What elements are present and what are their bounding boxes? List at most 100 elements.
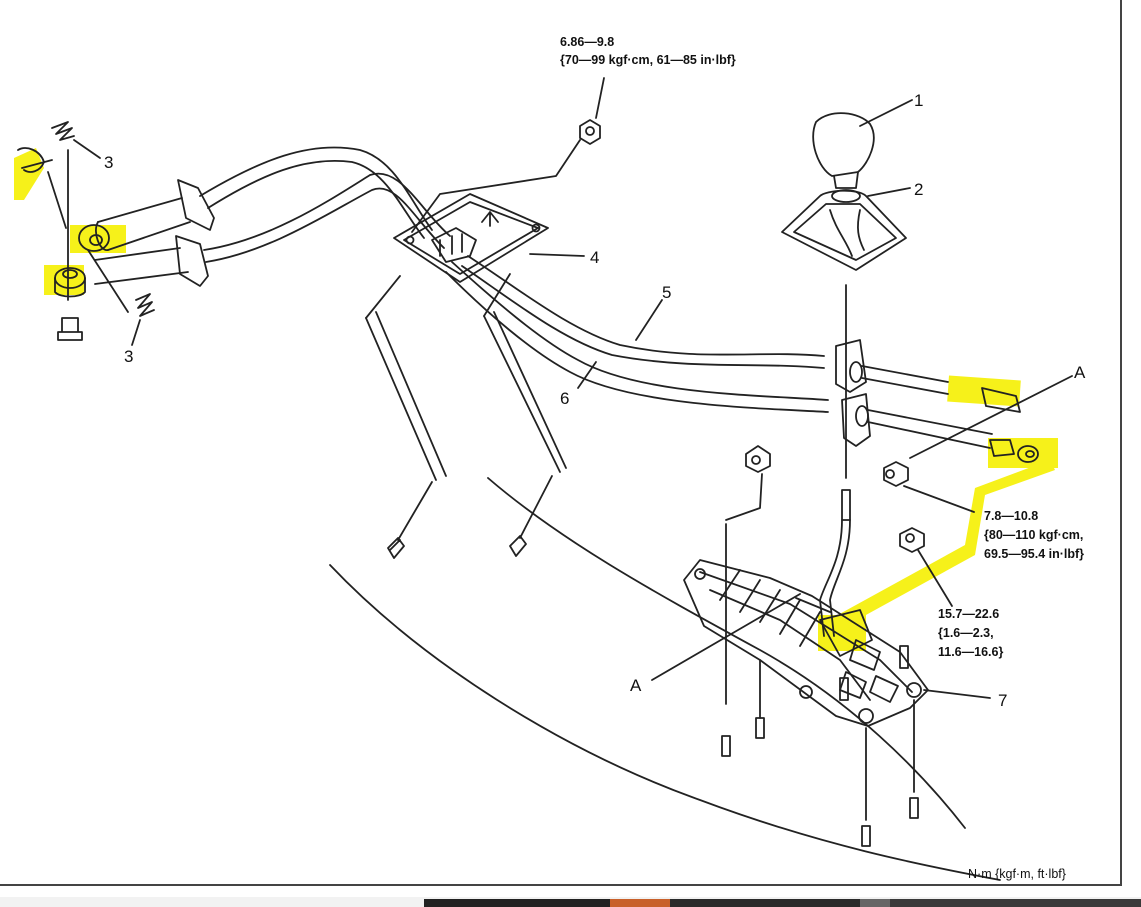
- shifter-base-inner-1: [699, 571, 913, 693]
- torque-spec-top: 6.86—9.8 {70—99 kgf·cm, 61—85 in·lbf}: [560, 35, 736, 67]
- cable-end-eye-inner: [1025, 450, 1035, 458]
- plate-arrow: [481, 211, 499, 227]
- cable-clip-upper: [849, 361, 863, 383]
- torque-spec-base-line-2: {1.6—2.3,: [938, 626, 994, 640]
- bottom-strip-segment-grey: [860, 899, 890, 907]
- guide-link-left: [365, 275, 401, 319]
- callout-2: 2: [914, 180, 923, 199]
- torque-spec-right-line-2: {80—110 kgf·cm,: [984, 528, 1083, 542]
- plate-hole-right: [531, 223, 541, 233]
- base-pin-4: [909, 797, 919, 819]
- base-stud-2: [899, 645, 909, 669]
- shifter-base-window-3: [839, 671, 867, 699]
- highlight-path-to-lever: [825, 460, 1055, 632]
- shifter-base-leader: [923, 689, 991, 699]
- floor-curve-outer: [329, 564, 1001, 881]
- shift-knob-neck: [833, 171, 859, 189]
- grommet-block-lines: [439, 233, 463, 257]
- nut-base-left: [745, 445, 771, 473]
- cable-5-b: [461, 265, 825, 369]
- shifter-base-window-2: [869, 675, 899, 703]
- callout-a-top: A: [1074, 363, 1086, 382]
- grommet-block: [431, 227, 477, 263]
- shifter-base-ribs: [719, 569, 821, 647]
- shifter-base-hole-3: [906, 682, 922, 698]
- cable-sheath-upper: [97, 197, 191, 251]
- cable-clip-lower: [855, 405, 869, 427]
- callout-3-upper: 3: [104, 153, 113, 172]
- torque-spec-top-line-1: 6.86—9.8: [560, 35, 614, 49]
- left-pin-shaft: [21, 159, 53, 169]
- base-pin-2: [755, 717, 765, 739]
- pin-guide-left: [397, 481, 433, 541]
- shifter-lever-rod: [819, 519, 851, 637]
- torque-spec-base-line-3: 11.6—16.6}: [938, 645, 1003, 659]
- guide-line-left: [365, 311, 447, 481]
- left-spring-upper: [51, 121, 75, 141]
- cable-6-b: [445, 271, 829, 413]
- highlight-lever-pivot: [818, 615, 866, 651]
- cable-upper-b: [207, 160, 425, 239]
- base-stud-1: [839, 677, 849, 701]
- callout-4: 4: [590, 248, 599, 267]
- callout-a-top-leader: [909, 375, 1073, 459]
- callout-1: 1: [914, 91, 923, 110]
- shifter-lever-pivot: [819, 609, 873, 657]
- nut-top: [579, 119, 601, 145]
- callout-labels: 1 2 3 3 4 5 6 7 A A: [104, 91, 1086, 710]
- callout-3-lower: 3: [124, 347, 133, 366]
- cable-6-leader: [577, 361, 597, 389]
- units-legend: N·m {kgf·m, ft·lbf}: [968, 867, 1066, 881]
- shift-knob: [812, 112, 875, 177]
- cable-bracket-right-upper: [835, 339, 867, 393]
- nut-base-right-hole: [905, 533, 915, 543]
- cable-rod-lower: [867, 409, 993, 449]
- nut-right-leader: [903, 485, 975, 513]
- cable-bracket-right-lower: [841, 393, 871, 447]
- cable-5-leader: [635, 299, 663, 341]
- frame-border-right: [1120, 0, 1122, 885]
- grommet-plate-inner: [403, 201, 539, 275]
- pin-mid: [509, 535, 527, 557]
- shift-lever-top: [841, 489, 851, 521]
- left-bushing-lower-body: [54, 277, 86, 298]
- cable-sheath-lower: [94, 247, 189, 285]
- bottom-strip-segment-dark: [424, 899, 610, 907]
- plate-leader-right: [529, 253, 585, 257]
- shift-boot-folds: [829, 209, 865, 257]
- highlight-marks: [14, 148, 1058, 651]
- cable-rod-upper: [861, 365, 949, 395]
- line-art: [17, 77, 1073, 881]
- bottom-strip-segment-accent: [610, 899, 670, 907]
- cable-end-upper: [981, 387, 1021, 413]
- left-bushing-upper: [78, 224, 110, 252]
- cable-6-a: [451, 261, 829, 401]
- nut-top-leader: [595, 77, 605, 119]
- grommet-plate: [393, 193, 549, 283]
- base-pin-3: [861, 825, 871, 847]
- pin-left: [387, 537, 405, 559]
- highlight-left-pin: [14, 148, 44, 200]
- cable-bracket-upper: [177, 179, 215, 231]
- callout-5: 5: [662, 283, 671, 302]
- torque-spec-right-line-1: 7.8—10.8: [984, 509, 1038, 523]
- left-spring-lower-leader: [131, 319, 141, 346]
- bottom-strip-segment-dark-3: [890, 899, 1141, 907]
- left-spring-lower: [135, 293, 155, 317]
- shift-boot-inner: [793, 203, 897, 261]
- nut-right-hole: [885, 469, 895, 479]
- plate-leader-top: [411, 139, 581, 233]
- nut-top-hole: [585, 126, 595, 136]
- torque-spec-right-line-3: 69.5—95.4 in·lbf}: [984, 547, 1084, 561]
- base-pin-1: [721, 735, 731, 757]
- cable-bracket-lower: [175, 235, 209, 287]
- left-bolt: [57, 317, 83, 341]
- highlight-cable-end-upper: [947, 375, 1021, 407]
- shifter-base-hole-4: [694, 568, 706, 580]
- torque-spec-top-line-2: {70—99 kgf·cm, 61—85 in·lbf}: [560, 53, 736, 67]
- left-bushing-lower-inner: [62, 269, 78, 279]
- nut-right: [883, 461, 909, 487]
- callout-6: 6: [560, 389, 569, 408]
